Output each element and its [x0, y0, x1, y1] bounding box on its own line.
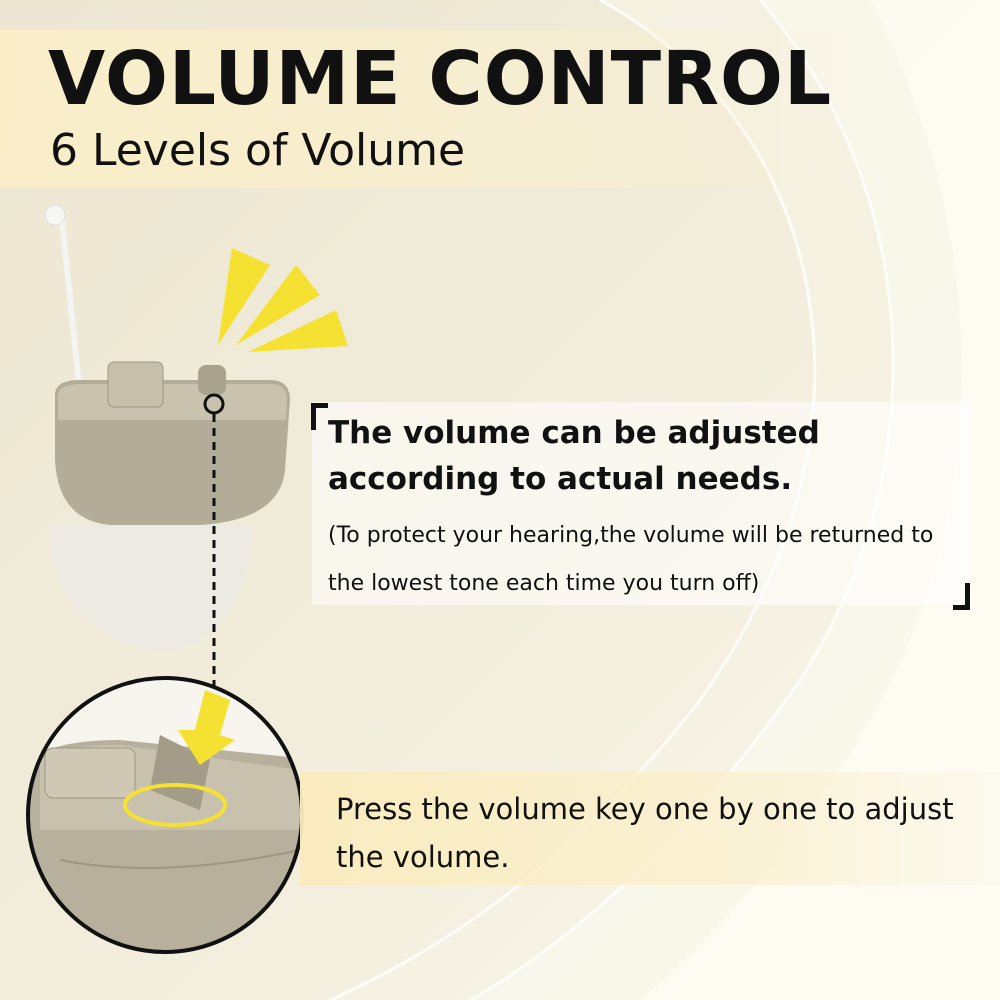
info-note-text: (To protect your hearing,the volume will… — [328, 523, 934, 596]
sound-wave-icon — [218, 248, 348, 352]
zoom-detail-circle — [26, 676, 304, 954]
volume-key — [198, 365, 226, 395]
info-main-text: The volume can be adjusted according to … — [328, 415, 820, 497]
info-box — [312, 402, 970, 605]
bracket-top-left — [311, 403, 328, 430]
instruction-text: Press the volume key one by one to adjus… — [336, 792, 954, 874]
page-title: VOLUME CONTROL — [48, 36, 833, 122]
arrow-down-icon — [178, 690, 235, 765]
page-subtitle: 6 Levels of Volume — [50, 125, 466, 176]
title-band — [0, 30, 1000, 188]
bracket-bottom-right — [953, 583, 970, 610]
instruction-band — [300, 772, 1000, 885]
